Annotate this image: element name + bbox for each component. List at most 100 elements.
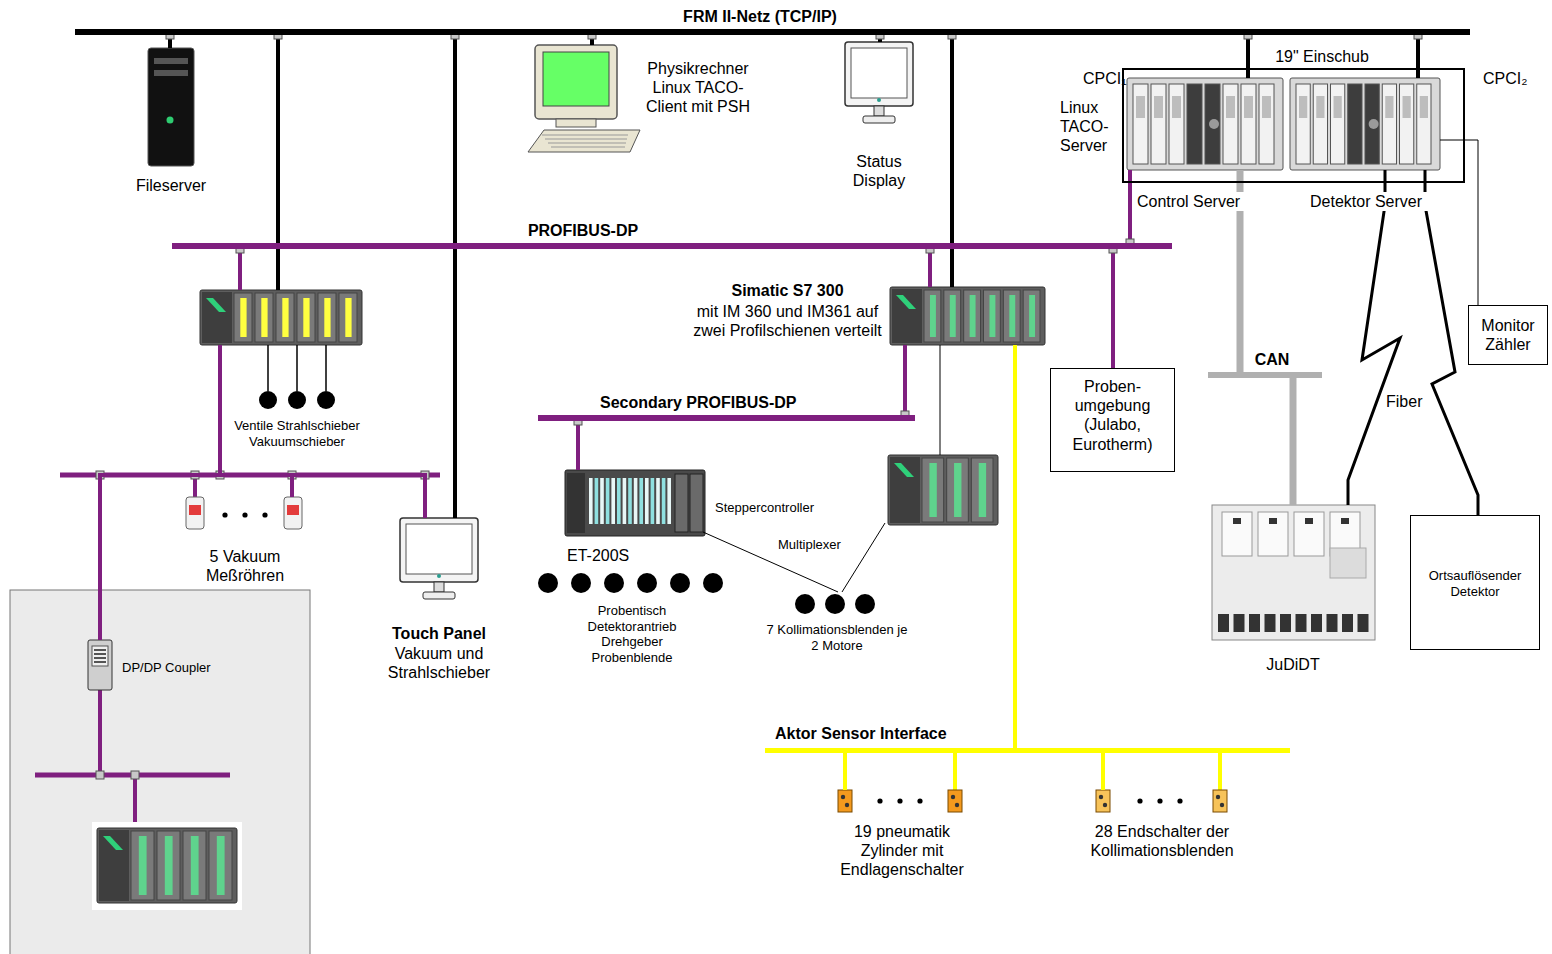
connector-line (928, 249, 932, 287)
connector-line (1013, 345, 1017, 748)
asi-drop (1218, 753, 1222, 790)
control-server: CPCI₁Linux TACO- ServerControl Server (1127, 78, 1283, 170)
sample-environment: Proben- umgebung (Julabo, Eurotherm) (1050, 368, 1175, 472)
et200s-module (656, 478, 660, 524)
connector-line (903, 345, 907, 415)
cpci-card (1259, 84, 1274, 164)
cpci-slot (1262, 96, 1271, 118)
cpci-card (1348, 84, 1362, 164)
plc-module (339, 293, 357, 342)
coupler-body (88, 640, 112, 690)
cpci-chassis (1290, 78, 1440, 170)
et200s-module (667, 478, 671, 524)
connector-line (1290, 378, 1297, 505)
monitor-foot (863, 116, 895, 123)
coupler-slot (94, 653, 106, 655)
cpci-slot (1172, 96, 1181, 118)
et200s: SteppercontrollerET-200S (565, 470, 705, 536)
motor-symbol (637, 573, 657, 593)
plc-cpu (892, 289, 922, 343)
connector-line (576, 421, 580, 470)
crate-connector (1311, 614, 1322, 632)
dp-dp-coupler: DP/DP Coupler (88, 640, 112, 690)
ethernet-bus: FRM II-Netz (TCP/IP) (75, 29, 1470, 35)
plc-led (103, 836, 123, 850)
et200s-module (651, 478, 655, 524)
coupler-slot (94, 661, 106, 663)
monitor-frame (400, 518, 478, 582)
connector-line (238, 249, 242, 290)
et200s-module (600, 478, 604, 524)
node-label: Touch Panel (354, 624, 524, 643)
plc-module (276, 293, 294, 342)
keyboard (528, 130, 640, 152)
asi-bus: Aktor Sensor Interface (765, 748, 1290, 753)
et200s-rack (565, 470, 705, 536)
asi-drop (953, 753, 957, 790)
plc-strip (929, 463, 936, 517)
crate-led (1269, 518, 1277, 524)
node-label: CPCI₁ (1083, 69, 1125, 88)
cpci-slot (1244, 96, 1253, 118)
cpci-slot (1334, 96, 1342, 118)
plc-module (924, 290, 941, 342)
plant-area (10, 590, 310, 954)
cpci-card (1133, 84, 1148, 164)
monitor-counter: Monitor Zähler (1468, 305, 1548, 365)
crate-led (1233, 518, 1241, 524)
node-label: JuDiDT (1243, 655, 1343, 674)
node-label: 19" Einschub (1258, 47, 1386, 66)
part-label: Probentisch Detektorantrieb Drehgeber Pr… (577, 603, 687, 665)
connector (451, 31, 459, 518)
actuator (1213, 790, 1227, 812)
et200s-module (606, 478, 610, 524)
connector-line (100, 345, 220, 640)
motor-symbol (825, 594, 845, 614)
plc-strip (217, 836, 225, 895)
actuator-port (955, 803, 959, 807)
node-label: 5 Vakuum Meßröhren (195, 547, 295, 585)
crate-grille (1330, 548, 1366, 578)
position-sensitive-detector: Ortsauflösender Detektor (1410, 515, 1540, 650)
et200s-module (634, 478, 638, 524)
plc-module (157, 831, 180, 900)
coupler-slot (94, 649, 106, 651)
ellipsis-dot (877, 798, 882, 803)
plc-strip (139, 836, 147, 895)
et200s-power (690, 474, 703, 532)
plc-module (944, 290, 961, 342)
power-led (877, 98, 881, 102)
node-text: Detektor Server (1310, 192, 1450, 211)
node-label: 28 Endschalter der Kollimationsblenden (1067, 822, 1257, 860)
ellipsis-dot (1137, 798, 1142, 803)
node-label: Monitor Zähler (1471, 316, 1545, 354)
coupler-slot (94, 657, 106, 659)
cpci-chassis (1127, 78, 1283, 170)
simatic-s7-300: Simatic S7 300mit IM 360 und IM361 auf z… (890, 287, 1045, 345)
valve-symbol (259, 391, 277, 409)
monitor-frame (845, 42, 913, 106)
crate-led (1341, 518, 1349, 524)
plc-strip (240, 298, 246, 337)
actuator-port (1220, 803, 1224, 807)
plc-strip (950, 295, 956, 337)
status-display: Status Display (845, 42, 913, 124)
node-label: Ventile Strahlschieber Vakuumschieber (222, 418, 372, 449)
can-bus: CAN (1208, 372, 1322, 378)
server-tower (148, 48, 194, 166)
crate-connector (1358, 614, 1369, 632)
plc-module (1023, 290, 1040, 342)
plc-module (297, 293, 315, 342)
connector-line (276, 35, 280, 290)
et200s-module (611, 478, 615, 524)
connector (901, 345, 909, 419)
limit-switches: 28 Endschalter der Kollimationsblenden (1094, 790, 1230, 814)
cpci-knob (1209, 119, 1219, 129)
node-label: CAN (1242, 350, 1302, 369)
monitor-neck (874, 106, 884, 116)
crate-connector (1296, 614, 1307, 632)
connector (1244, 31, 1252, 78)
cpci-slot (1154, 96, 1163, 118)
plc-cpu (890, 457, 920, 523)
plc-strip (954, 463, 961, 517)
